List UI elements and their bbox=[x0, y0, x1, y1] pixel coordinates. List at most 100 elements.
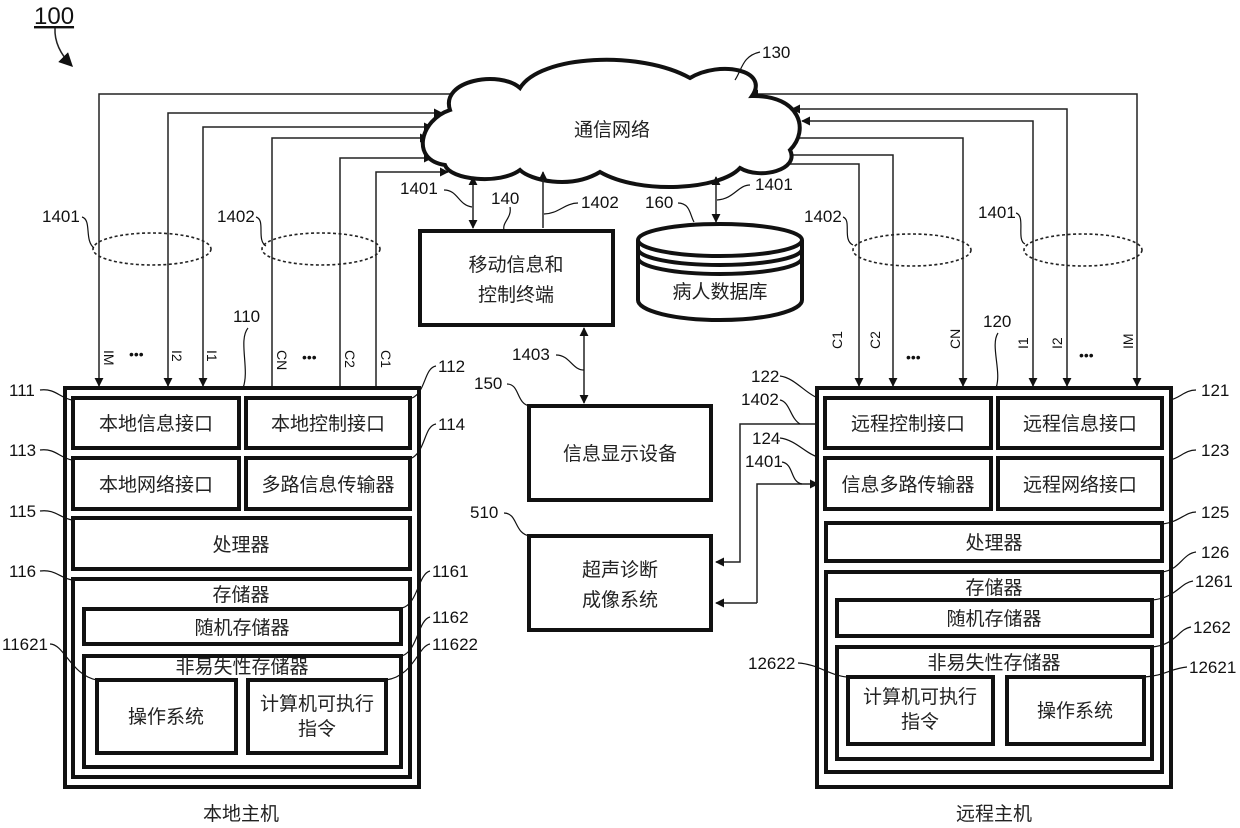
local-memory-label: 存储器 bbox=[212, 584, 269, 606]
ref-12621: 12621 bbox=[1189, 658, 1236, 677]
remote-info-interface-label: 远程信息接口 bbox=[1023, 413, 1137, 435]
ref-1401-ultrasound: 1401 bbox=[745, 452, 783, 471]
ref-1401-mobile: 1401 bbox=[400, 179, 438, 198]
leader-1401-local bbox=[82, 217, 94, 248]
info-display-device: 信息显示设备 1403 150 bbox=[474, 328, 711, 500]
local-control-bundle-1402 bbox=[262, 233, 380, 265]
leader-1401-ultrasound bbox=[782, 462, 802, 484]
ref-111: 111 bbox=[9, 381, 35, 400]
ref-121: 121 bbox=[1201, 381, 1229, 400]
leader-1402-ultrasound bbox=[780, 400, 800, 424]
ref-1402-mobile: 1402 bbox=[581, 193, 619, 212]
ref-11621: 11621 bbox=[2, 635, 48, 654]
leader-1401-remote bbox=[1016, 213, 1025, 244]
ultrasound-box bbox=[529, 536, 711, 630]
local-signal-c2: C2 bbox=[342, 350, 358, 368]
patient-db-label: 病人数据库 bbox=[672, 281, 767, 303]
wire-remote-c2 bbox=[790, 155, 893, 386]
ref-113: 113 bbox=[9, 441, 36, 460]
leader-124 bbox=[780, 438, 818, 457]
remote-info-bundle-1401 bbox=[1024, 234, 1142, 266]
figure-pointer-arrow-icon bbox=[55, 28, 72, 66]
local-signal-i2: I2 bbox=[169, 350, 185, 362]
remote-signal-c2: C2 bbox=[867, 331, 883, 349]
mobile-terminal: 移动信息和 控制终端 1401 140 1402 bbox=[400, 172, 619, 325]
mobile-terminal-line1: 移动信息和 bbox=[468, 254, 563, 276]
ref-112: 112 bbox=[438, 357, 465, 376]
ref-1401-local: 1401 bbox=[42, 207, 80, 226]
ref-125: 125 bbox=[1201, 503, 1229, 522]
remote-signal-c1: C1 bbox=[829, 331, 845, 349]
remote-wires bbox=[750, 94, 1137, 386]
ultrasound-line2: 成像系统 bbox=[582, 589, 658, 611]
remote-ram-label: 随机存储器 bbox=[946, 608, 1041, 630]
local-ram-label: 随机存储器 bbox=[194, 617, 289, 639]
remote-signal-cn: CN bbox=[947, 329, 963, 349]
leader-140 bbox=[504, 207, 511, 230]
remote-signal-im: IM bbox=[1120, 333, 1136, 349]
leader-123 bbox=[1170, 450, 1196, 460]
local-nvm-label: 非易失性存储器 bbox=[175, 656, 308, 678]
local-signal-cn: CN bbox=[274, 350, 290, 370]
wire-local-i2 bbox=[168, 113, 442, 386]
ref-130: 130 bbox=[762, 43, 790, 62]
display-device-label: 信息显示设备 bbox=[563, 443, 677, 465]
ref-126: 126 bbox=[1201, 543, 1229, 562]
remote-instructions-line1: 计算机可执行 bbox=[863, 686, 977, 708]
leader-150 bbox=[507, 384, 530, 406]
remote-memory-label: 存储器 bbox=[965, 577, 1022, 599]
mobile-terminal-line2: 控制终端 bbox=[478, 284, 554, 306]
remote-multiplexer-label: 信息多路传输器 bbox=[841, 474, 974, 496]
leader-1402-remote bbox=[843, 217, 853, 245]
remote-nvm-label: 非易失性存储器 bbox=[927, 652, 1060, 674]
ref-1402-local: 1402 bbox=[217, 207, 255, 226]
leader-510 bbox=[504, 513, 530, 536]
ref-110: 110 bbox=[233, 307, 260, 326]
remote-control-ellipsis: ••• bbox=[906, 349, 921, 365]
local-info-ellipsis: ••• bbox=[129, 346, 144, 362]
ref-123: 123 bbox=[1201, 441, 1229, 460]
figure-number: 100 bbox=[34, 3, 74, 66]
leader-1402-mobile bbox=[544, 203, 578, 214]
ref-12622: 12622 bbox=[748, 654, 795, 673]
ref-1402-ultrasound: 1402 bbox=[741, 390, 779, 409]
remote-info-ellipsis: ••• bbox=[1079, 347, 1094, 363]
ref-120: 120 bbox=[983, 312, 1011, 331]
mobile-terminal-box bbox=[420, 231, 613, 325]
leader-122 bbox=[780, 376, 818, 398]
leader-121 bbox=[1170, 390, 1196, 400]
remote-host: 远程控制接口 远程信息接口 信息多路传输器 远程网络接口 处理器 存储器 随机存… bbox=[741, 203, 1236, 825]
ref-124: 124 bbox=[752, 429, 780, 448]
ref-1162: 1162 bbox=[432, 608, 469, 627]
ref-1401-remote: 1401 bbox=[978, 203, 1016, 222]
remote-control-interface-label: 远程控制接口 bbox=[851, 413, 965, 435]
figure-number-text: 100 bbox=[34, 3, 74, 30]
local-multiplexer-label: 多路信息传输器 bbox=[261, 474, 394, 496]
db-top bbox=[638, 224, 802, 256]
remote-os-label: 操作系统 bbox=[1037, 700, 1113, 722]
local-signal-im: IM bbox=[101, 350, 117, 366]
remote-host-caption: 远程主机 bbox=[956, 803, 1032, 825]
local-info-bundle-1401 bbox=[93, 233, 211, 265]
ref-1261: 1261 bbox=[1195, 572, 1233, 591]
ref-116: 116 bbox=[9, 562, 36, 581]
ultrasound-line1: 超声诊断 bbox=[582, 559, 658, 581]
ref-150: 150 bbox=[474, 374, 502, 393]
leader-1401-mobile bbox=[444, 190, 472, 207]
ref-1403: 1403 bbox=[512, 345, 550, 364]
local-signal-i1: I1 bbox=[204, 350, 220, 362]
leader-110 bbox=[243, 328, 248, 388]
local-signal-c1: C1 bbox=[378, 350, 394, 368]
local-instructions-line1: 计算机可执行 bbox=[260, 693, 374, 715]
leader-1403 bbox=[556, 355, 584, 370]
local-processor-label: 处理器 bbox=[212, 534, 269, 556]
network-label: 通信网络 bbox=[574, 119, 650, 141]
ref-122: 122 bbox=[751, 367, 779, 386]
ref-1401-db: 1401 bbox=[755, 175, 793, 194]
remote-signal-i2: I2 bbox=[1049, 337, 1065, 349]
remote-network-interface-label: 远程网络接口 bbox=[1023, 474, 1137, 496]
local-instructions bbox=[248, 680, 386, 753]
remote-instructions-line2: 指令 bbox=[901, 711, 939, 733]
local-os-label: 操作系统 bbox=[128, 706, 204, 728]
